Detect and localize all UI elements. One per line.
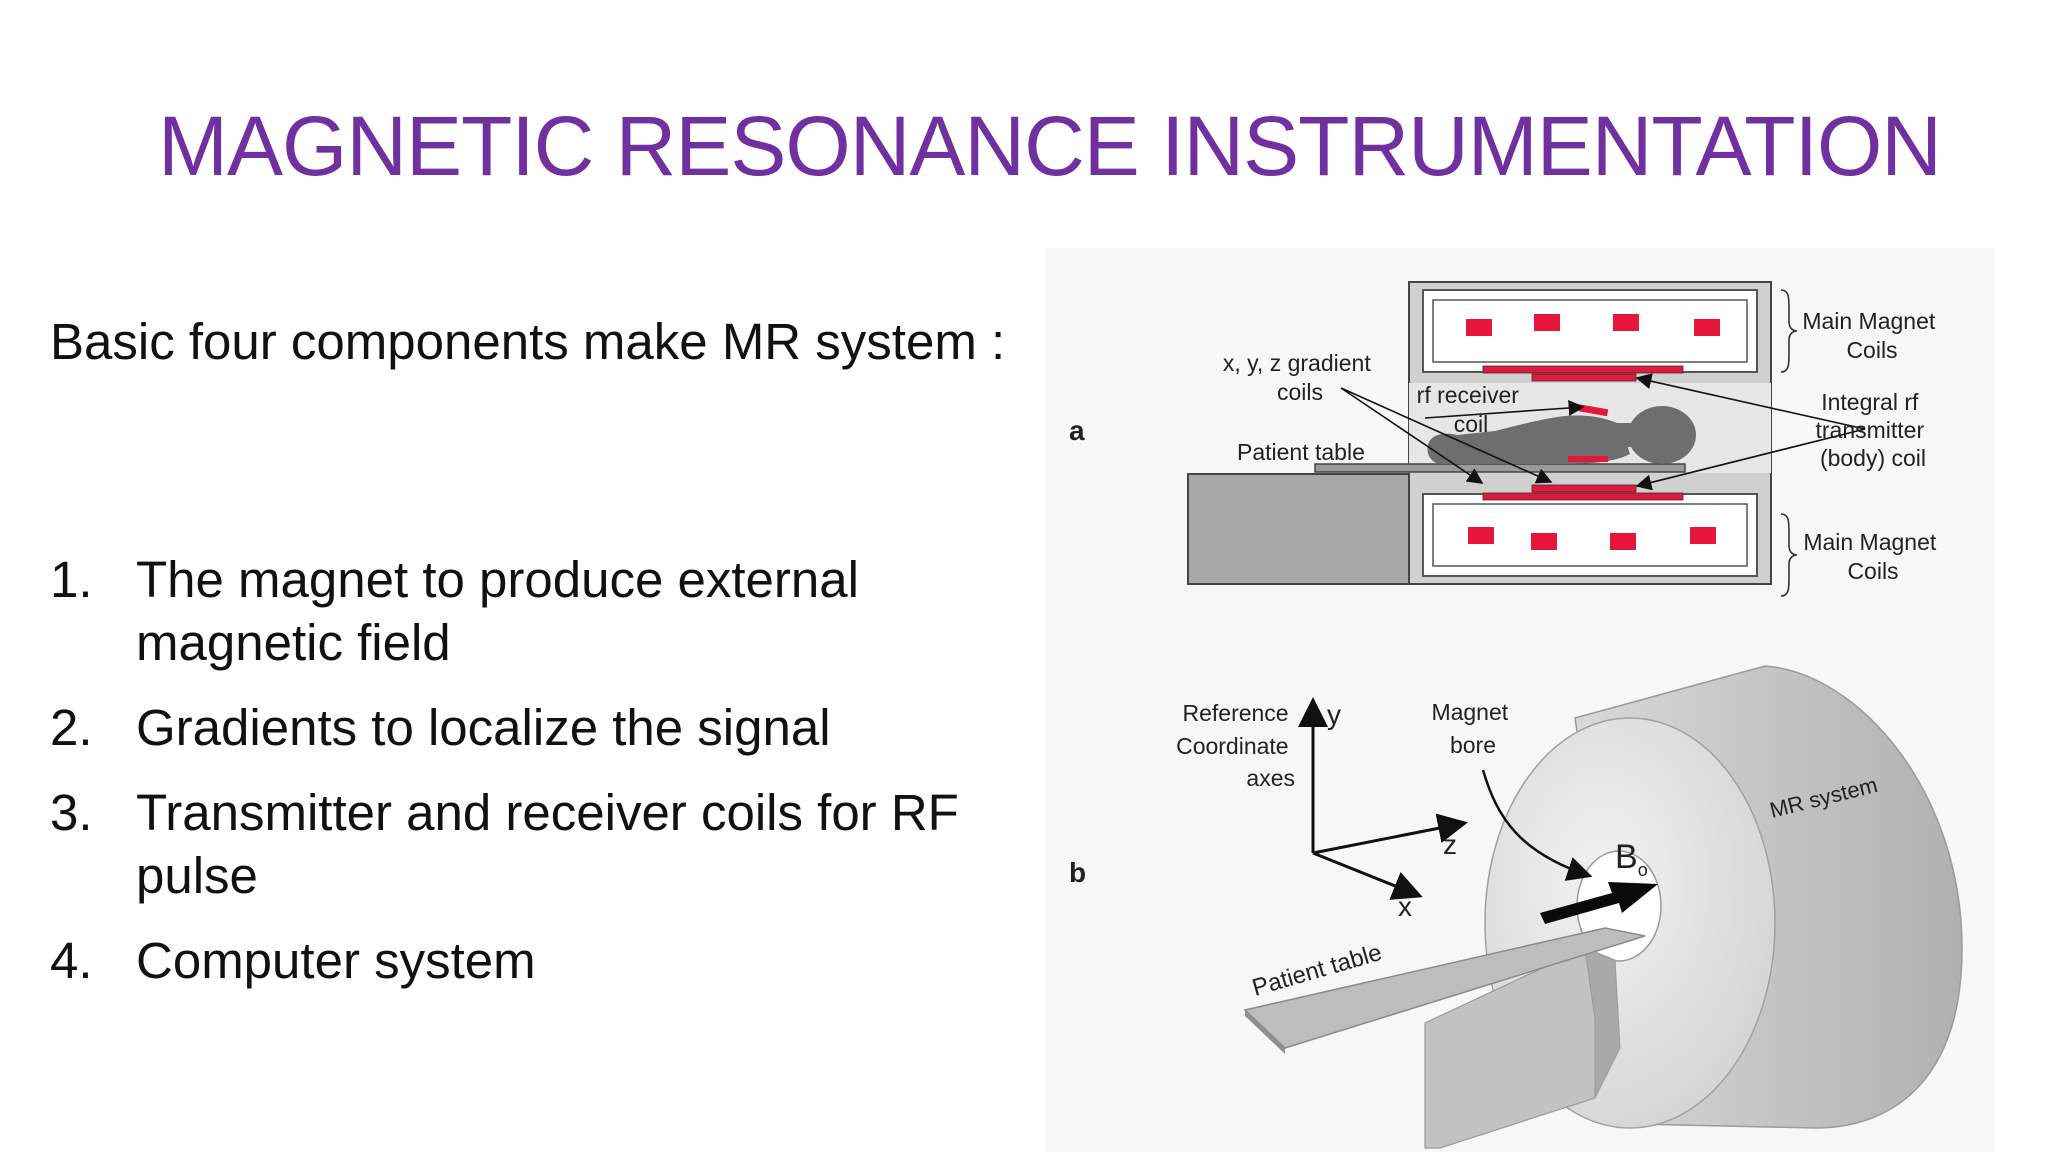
list-number: 3. (50, 784, 93, 841)
panel-b-letter: b (1069, 857, 1086, 888)
rf-receiver-label: rf receiver coil (1417, 382, 1526, 437)
mr-system-figure: a (1069, 281, 1963, 1149)
body-coil-bar (1531, 373, 1637, 382)
magnet-coil-block (1613, 314, 1639, 331)
main-magnet-label-top: Main Magnet Coils (1802, 308, 1941, 363)
main-magnet-label-bottom: Main Magnet Coils (1803, 529, 1942, 584)
table-base (1187, 473, 1414, 585)
rf-receiver-coil-back (1568, 456, 1608, 462)
integral-rf-label: Integral rf transmitter (body) coil (1815, 389, 1930, 471)
body-coil-bar (1531, 484, 1637, 493)
patient-silhouette (1427, 406, 1696, 464)
magnet-coil-block (1468, 527, 1494, 544)
list-text: Computer system (136, 932, 536, 989)
list-item: 1. The magnet to produce external magneti… (50, 548, 1010, 674)
list-item: 3. Transmitter and receiver coils for RF … (50, 781, 1010, 907)
magnet-bore-arrow (1481, 769, 1593, 881)
components-list: 1. The magnet to produce external magneti… (50, 548, 1010, 1014)
magnet-coil-block (1610, 533, 1636, 550)
leader-lines (1340, 373, 1866, 491)
panel-a-letter: a (1069, 415, 1085, 446)
magnet-coil-block (1531, 533, 1557, 550)
patient-table-label-a: Patient table (1237, 439, 1365, 465)
axis-z-label: z (1443, 829, 1457, 860)
list-item: 2. Gradients to localize the signal (50, 696, 1010, 759)
gradient-coil-bar (1482, 492, 1684, 501)
slide-title: MAGNETIC RESONANCE INSTRUMENTATION (158, 99, 1942, 193)
b0-label: Bo (1615, 838, 1648, 880)
list-item: 4. Computer system (50, 929, 1010, 992)
brace-top (1780, 289, 1798, 373)
b0-arrow (1540, 882, 1658, 924)
axis-x-label: x (1398, 891, 1412, 922)
patient-table-plank (1314, 463, 1686, 473)
list-text: Gradients to localize the signal (136, 699, 831, 756)
gradient-coil-bar (1482, 365, 1684, 374)
magnet-coil-block (1690, 527, 1716, 544)
intro-text: Basic four components make MR system : (50, 313, 1006, 370)
magnet-bore-label: Magnet bore (1431, 699, 1514, 758)
magnet-coil-block (1694, 319, 1720, 336)
list-number: 2. (50, 699, 93, 756)
list-text: Transmitter and receiver coils for RF pu… (136, 784, 959, 904)
panel-a-diagram: a (1069, 281, 1942, 597)
coordinate-axes (1298, 697, 1468, 900)
brace-bottom (1780, 513, 1798, 597)
gradient-coils-label: x, y, z gradient coils (1223, 350, 1377, 405)
list-number: 4. (50, 932, 93, 989)
reference-axes-label: Reference Coordinate axes (1176, 700, 1295, 791)
list-text: The magnet to produce external magnetic … (136, 551, 859, 671)
list-number: 1. (50, 551, 93, 608)
magnet-coil-block (1466, 319, 1492, 336)
magnet-coil-block (1534, 314, 1560, 331)
panel-b-diagram: b Reference Coordinate axes y z x (1069, 665, 1963, 1149)
patient-table-plank-b (1243, 927, 1646, 1049)
axis-y-label: y (1327, 699, 1341, 730)
